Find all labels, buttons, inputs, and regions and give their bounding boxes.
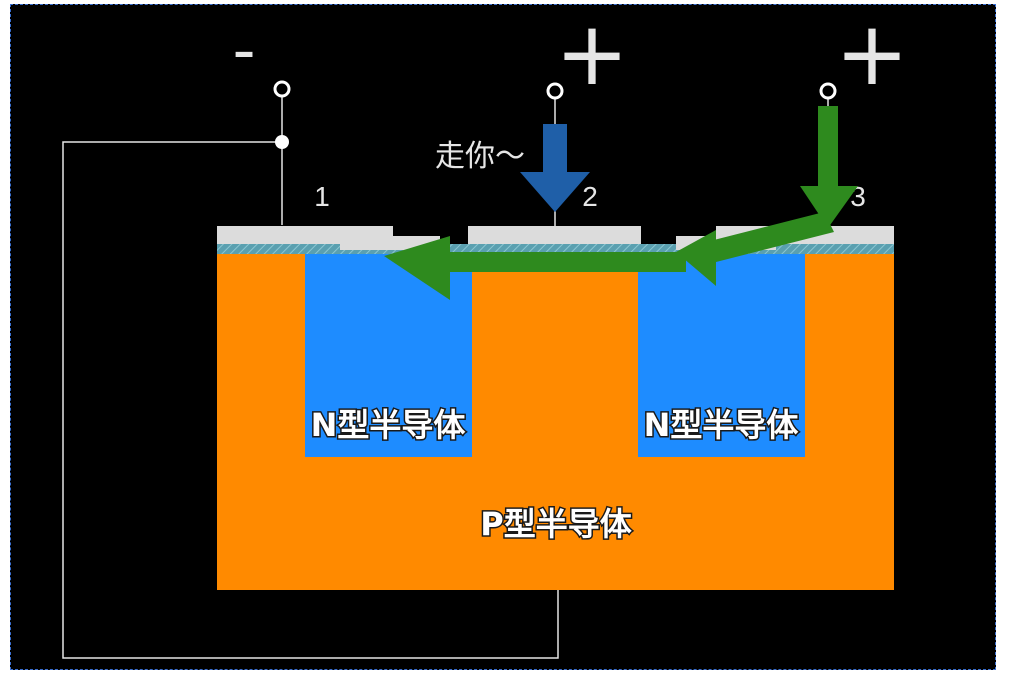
contact-1-step — [340, 236, 440, 250]
substrate-wire — [62, 141, 559, 659]
annotation-label: 走你～ — [435, 139, 525, 174]
terminal-3-number: 3 — [850, 181, 866, 212]
terminal-2-sign: + — [555, 2, 629, 105]
gate-arrow — [520, 124, 590, 212]
terminal-1-ring — [273, 80, 291, 98]
n-region-right-label: N型半导体 — [644, 406, 799, 444]
current-arrow — [384, 106, 858, 300]
terminal-1-sign: - — [232, 14, 255, 88]
terminal-1-junction-dot — [275, 135, 289, 149]
n-region-left-label: N型半导体 — [311, 406, 466, 444]
terminal-2-ring — [546, 82, 564, 100]
terminal-2-number: 2 — [582, 181, 598, 212]
oxide-layer — [217, 244, 894, 254]
n-well-right — [638, 250, 805, 457]
terminal-3-sign: + — [835, 2, 909, 105]
p-region-label: P型半导体 — [480, 505, 631, 543]
contact-2 — [468, 226, 641, 244]
terminal-1-number: 1 — [314, 181, 330, 212]
terminal-3-ring — [819, 82, 837, 100]
